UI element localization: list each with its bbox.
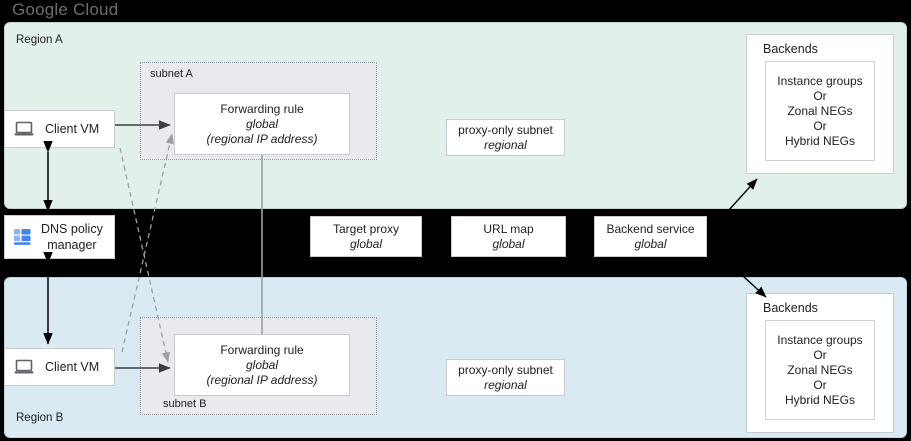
- backends-b-item-3: Or: [813, 377, 827, 392]
- url-map-title: URL map: [483, 221, 534, 236]
- region-b-label: Region B: [16, 412, 64, 424]
- backend-service-title: Backend service: [606, 221, 695, 236]
- target-proxy-scope: global: [349, 236, 383, 251]
- forwarding-rule-b-scope: global: [245, 357, 279, 372]
- proxy-only-subnet-a-scope: regional: [484, 137, 527, 152]
- backends-b[interactable]: Backends Instance groups Or Zonal NEGs O…: [746, 293, 894, 433]
- client-vm-a-label: Client VM: [45, 121, 100, 136]
- forwarding-rule-a-scope: global: [245, 116, 279, 131]
- laptop-icon: [14, 359, 36, 375]
- target-proxy[interactable]: Target proxy global: [310, 216, 422, 257]
- subnet-a-label: subnet A: [150, 68, 193, 80]
- backends-a-item-2: Zonal NEGs: [787, 103, 853, 118]
- proxy-only-subnet-b-scope: regional: [484, 377, 527, 392]
- dns-policy-manager-line1: DNS policy: [41, 222, 103, 236]
- proxy-only-subnet-a-title: proxy-only subnet: [458, 122, 553, 137]
- proxy-only-subnet-b-title: proxy-only subnet: [458, 362, 553, 377]
- backends-a-item-3: Or: [813, 118, 827, 133]
- dns-server-icon: [13, 227, 34, 248]
- backends-a-item-1: Or: [813, 88, 827, 103]
- proxy-only-subnet-b[interactable]: proxy-only subnet regional: [446, 359, 565, 396]
- forwarding-rule-a[interactable]: Forwarding rule global (regional IP addr…: [174, 93, 350, 155]
- backends-a-title: Backends: [763, 42, 818, 56]
- backends-a[interactable]: Backends Instance groups Or Zonal NEGs O…: [746, 34, 894, 174]
- subnet-b-label: subnet B: [163, 398, 207, 410]
- backends-b-title: Backends: [763, 301, 818, 315]
- url-map[interactable]: URL map global: [451, 216, 566, 257]
- url-map-scope: global: [492, 236, 525, 251]
- backend-service[interactable]: Backend service global: [594, 216, 707, 257]
- dns-policy-manager-line2: manager: [47, 238, 97, 252]
- target-proxy-title: Target proxy: [332, 221, 400, 236]
- client-vm-b-label: Client VM: [45, 359, 100, 374]
- laptop-icon: [14, 121, 36, 137]
- proxy-only-subnet-a[interactable]: proxy-only subnet regional: [446, 119, 565, 156]
- region-a-label: Region A: [16, 34, 63, 46]
- forwarding-rule-a-detail: (regional IP address): [206, 131, 318, 146]
- forwarding-rule-b-title: Forwarding rule: [220, 342, 304, 357]
- dns-policy-manager[interactable]: DNS policy manager: [4, 215, 115, 259]
- client-vm-b[interactable]: Client VM: [4, 348, 115, 386]
- client-vm-a[interactable]: Client VM: [4, 110, 115, 148]
- forwarding-rule-b-detail: (regional IP address): [206, 372, 318, 387]
- backends-b-items: Instance groups Or Zonal NEGs Or Hybrid …: [765, 320, 875, 420]
- backends-b-item-2: Zonal NEGs: [787, 362, 853, 377]
- backends-b-item-0: Instance groups: [777, 332, 863, 347]
- google-cloud-wordmark: Google Cloud: [12, 0, 119, 19]
- forwarding-rule-b[interactable]: Forwarding rule global (regional IP addr…: [174, 334, 350, 396]
- backends-a-items: Instance groups Or Zonal NEGs Or Hybrid …: [765, 61, 875, 161]
- backends-b-item-4: Hybrid NEGs: [784, 392, 855, 407]
- backends-b-item-1: Or: [813, 347, 827, 362]
- backend-service-scope: global: [634, 236, 667, 251]
- backends-a-item-4: Hybrid NEGs: [784, 133, 855, 148]
- forwarding-rule-a-title: Forwarding rule: [220, 101, 304, 116]
- backends-a-item-0: Instance groups: [777, 73, 863, 88]
